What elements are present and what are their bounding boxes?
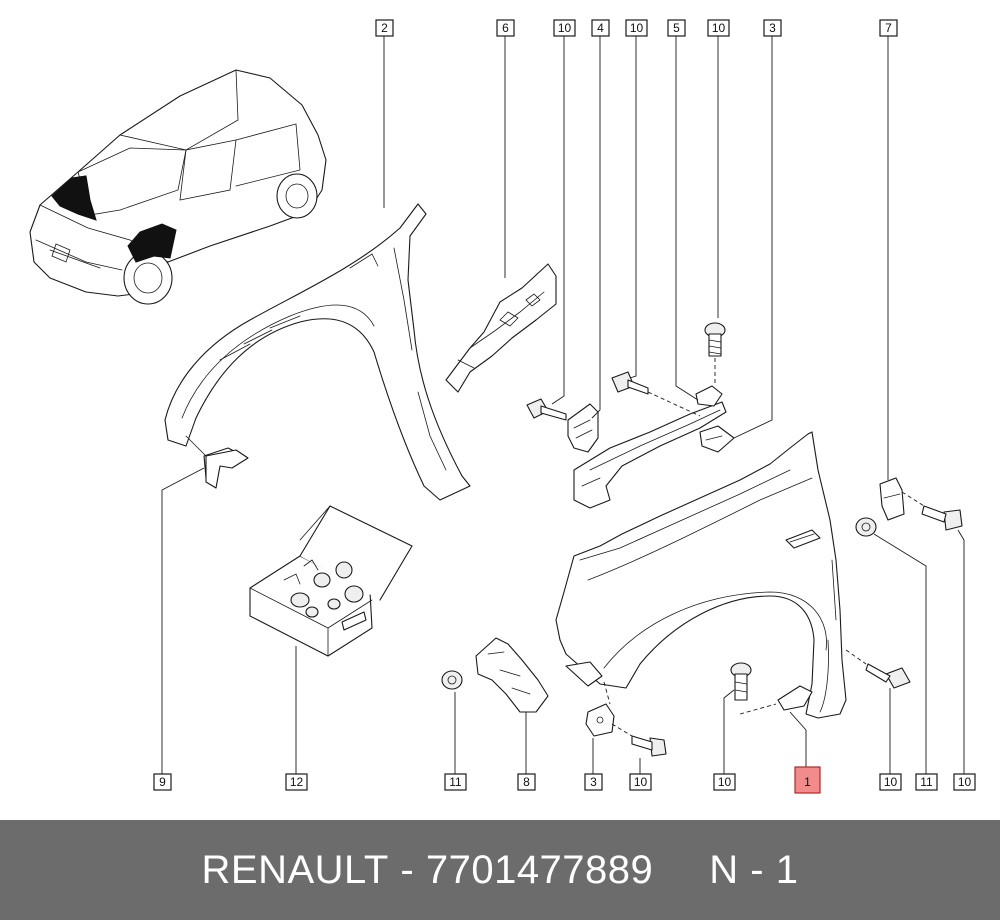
exploded-view-svg: 2 6 10 4 10 5 10 3 7 9 12 11 8 3 10 10 1…: [29, 19, 976, 794]
nut-11-right: [855, 517, 877, 537]
mount-9: [205, 449, 249, 489]
front-fender-1[interactable]: [555, 431, 847, 719]
svg-text:10: 10: [884, 775, 898, 789]
callout-10-bottom-a[interactable]: 10: [629, 773, 652, 791]
svg-text:4: 4: [597, 21, 604, 35]
bolt-10-bottom-c: [865, 663, 911, 689]
car-overview-illustration: [29, 69, 327, 305]
callout-2[interactable]: 2: [375, 19, 394, 37]
svg-text:3: 3: [769, 21, 776, 35]
fastener-kit-box-12: [249, 505, 413, 657]
svg-text:10: 10: [712, 21, 726, 35]
svg-text:3: 3: [590, 775, 597, 789]
callout-11-bottom-a[interactable]: 11: [444, 773, 467, 791]
callout-3-bottom[interactable]: 3: [584, 773, 603, 791]
clip-3-lower: [585, 703, 615, 737]
callout-11-bottom-b[interactable]: 11: [915, 773, 938, 791]
clip-3-upper: [699, 425, 735, 453]
bolt-10-bottom-b: [730, 662, 752, 701]
callout-1-highlighted[interactable]: 1: [794, 766, 821, 794]
parts-diagram: 2 6 10 4 10 5 10 3 7 9 12 11 8 3 10 10 1…: [29, 19, 976, 794]
callout-10-top-c[interactable]: 10: [707, 19, 730, 37]
callout-3-top[interactable]: 3: [763, 19, 782, 37]
callout-9[interactable]: 9: [153, 773, 172, 791]
svg-text:10: 10: [634, 775, 648, 789]
bracket-8: [475, 637, 549, 713]
bolt-10-top-middle: [611, 371, 649, 395]
callout-10-bottom-d[interactable]: 10: [953, 773, 976, 791]
bolt-10-right: [921, 505, 963, 531]
svg-text:9: 9: [159, 775, 166, 789]
svg-text:11: 11: [920, 775, 933, 789]
quantity-label: N - 1: [709, 847, 799, 892]
upper-bracket-6: [445, 263, 557, 393]
svg-text:10: 10: [630, 21, 644, 35]
svg-text:10: 10: [718, 775, 732, 789]
svg-text:6: 6: [502, 21, 509, 35]
highlighted-fender-right-shape: [127, 223, 177, 263]
bolt-10-top-left: [526, 398, 567, 421]
svg-text:2: 2: [381, 21, 388, 35]
callout-4[interactable]: 4: [591, 19, 610, 37]
callouts: 2 6 10 4 10 5 10 3 7 9 12 11 8 3 10 10 1…: [153, 19, 976, 794]
callout-8[interactable]: 8: [517, 773, 536, 791]
part-number: 7701477889: [425, 847, 654, 892]
svg-text:10: 10: [558, 21, 572, 35]
bracket-7: [879, 477, 905, 521]
highlighted-fender-left-shape: [51, 175, 97, 221]
part-brand: RENAULT: [201, 847, 389, 892]
part-separator: -: [400, 847, 415, 892]
part-info-footer: RENAULT - 7701477889 N - 1: [0, 820, 1000, 920]
callout-5[interactable]: 5: [667, 19, 686, 37]
svg-text:10: 10: [958, 775, 972, 789]
svg-text:11: 11: [449, 775, 462, 789]
callout-10-bottom-c[interactable]: 10: [879, 773, 902, 791]
svg-text:7: 7: [885, 21, 892, 35]
callout-10-top-a[interactable]: 10: [553, 19, 576, 37]
svg-text:5: 5: [673, 21, 680, 35]
bolt-10-bottom-a: [631, 735, 667, 757]
svg-text:12: 12: [290, 775, 304, 789]
leader-lines: [161, 36, 965, 776]
callout-10-bottom-b[interactable]: 10: [713, 773, 736, 791]
callout-10-top-b[interactable]: 10: [625, 19, 648, 37]
svg-text:1: 1: [804, 775, 811, 789]
nut-11-bottom: [441, 670, 463, 690]
callout-6[interactable]: 6: [496, 19, 515, 37]
svg-text:8: 8: [523, 775, 530, 789]
support-rail-5: [573, 385, 727, 509]
front-bracket-4: [567, 403, 599, 453]
callout-12[interactable]: 12: [285, 773, 308, 791]
callout-7[interactable]: 7: [879, 19, 898, 37]
bolt-10-top-right: [704, 322, 726, 357]
